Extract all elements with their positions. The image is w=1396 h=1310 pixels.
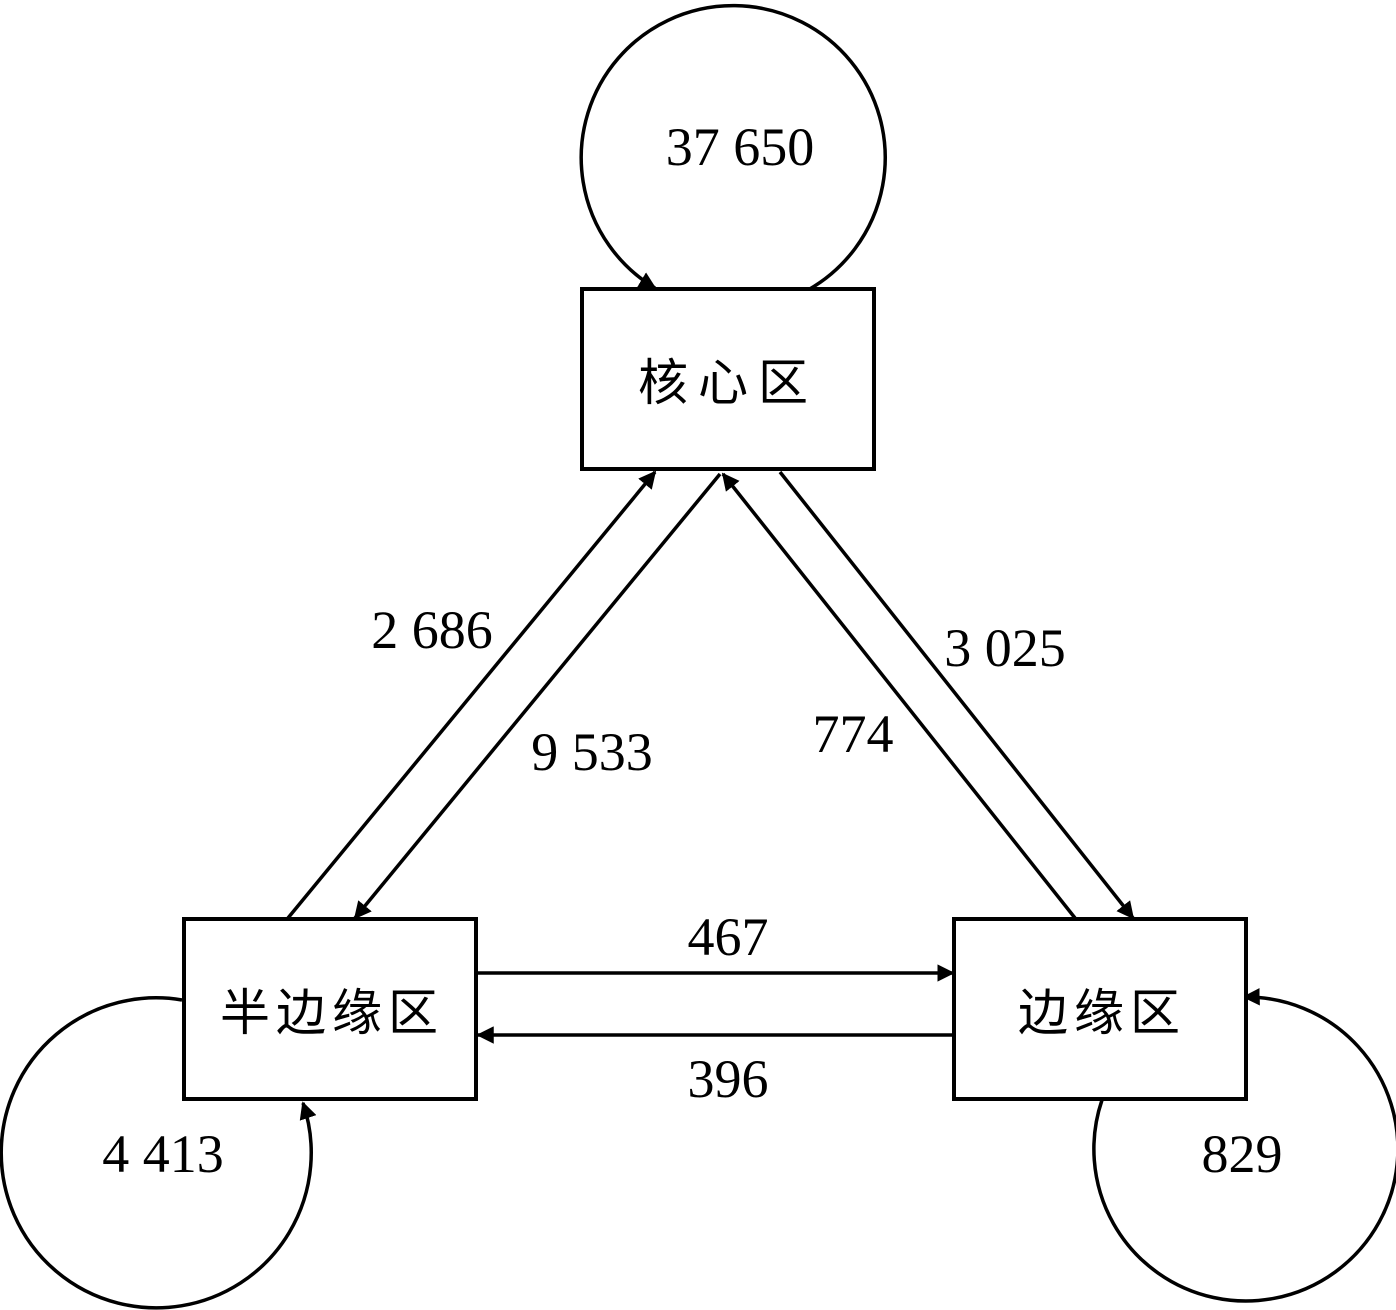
periphery-self-loop <box>1092 988 1396 1303</box>
node-periphery: 边缘区 <box>952 917 1248 1101</box>
node-semi-periphery-label: 半边缘区 <box>220 984 444 1042</box>
node-periphery-label: 边缘区 <box>1018 984 1186 1042</box>
node-core: 核心区 <box>580 287 876 471</box>
label-periphery-to-semi: 396 <box>688 1049 769 1109</box>
node-semi-periphery: 半边缘区 <box>182 917 478 1101</box>
label-semi-to-periphery: 467 <box>688 907 769 967</box>
edge-core-to-periphery <box>778 470 1135 920</box>
label-periphery-to-core: 774 <box>813 704 894 764</box>
edge-periphery-to-core <box>721 472 1077 920</box>
edge-semi-to-core <box>286 470 657 920</box>
edge-core-to-semi <box>353 472 722 920</box>
label-core-to-semi: 9 533 <box>531 722 653 782</box>
label-core-self: 37 650 <box>666 117 815 177</box>
semi-self-loop <box>0 996 317 1310</box>
label-semi-self: 4 413 <box>102 1124 224 1184</box>
node-core-label: 核心区 <box>638 354 818 412</box>
label-core-to-periphery: 3 025 <box>944 618 1066 678</box>
label-periphery-self: 829 <box>1202 1124 1283 1184</box>
core-self-loop <box>579 3 887 292</box>
label-semi-to-core: 2 686 <box>371 600 493 660</box>
